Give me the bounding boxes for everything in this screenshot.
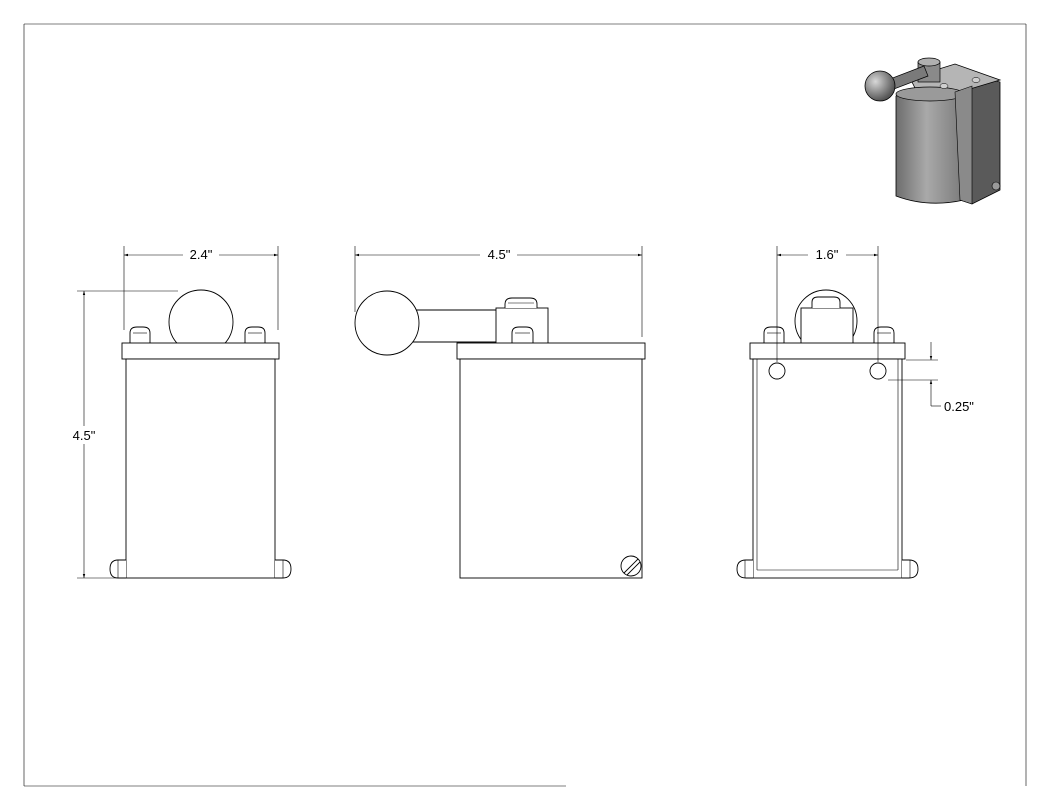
side-width-dimension: 4.5" <box>354 246 643 337</box>
front-top-screw-right <box>244 326 266 343</box>
side-cap-plate <box>456 342 646 360</box>
side-ground-screw <box>620 555 642 577</box>
isometric-view <box>864 57 1002 205</box>
front-height-label: 4.5" <box>73 428 96 443</box>
rear-mount-hole-left <box>768 362 786 380</box>
side-ball-knob <box>354 290 420 356</box>
rear-mount-hole-right <box>869 362 887 380</box>
rear-hub-block <box>800 307 854 345</box>
front-width-dimension: 2.4" <box>123 246 279 330</box>
front-height-dimension: 4.5" <box>73 290 178 579</box>
iso-cylinder <box>895 88 965 204</box>
rear-hole-spacing-label: 1.6" <box>816 247 839 262</box>
front-cap-plate <box>121 342 280 360</box>
rear-view <box>736 289 919 579</box>
front-top-screw-left <box>129 326 151 343</box>
iso-ball-knob <box>864 70 896 102</box>
rear-hole-spacing-dimension: 1.6" <box>776 246 879 362</box>
front-width-label: 2.4" <box>190 247 213 262</box>
sheet-border <box>23 23 1027 787</box>
front-body <box>125 358 276 579</box>
side-width-label: 4.5" <box>488 247 511 262</box>
side-handle-arm <box>404 309 504 343</box>
front-view <box>109 289 292 579</box>
rear-cap-plate <box>749 342 906 360</box>
side-view <box>354 290 646 579</box>
rear-hole-offset-dimension: 0.25" <box>888 342 974 414</box>
rear-hole-offset-label: 0.25" <box>944 399 974 414</box>
side-body <box>459 358 643 579</box>
rear-body <box>752 358 903 579</box>
